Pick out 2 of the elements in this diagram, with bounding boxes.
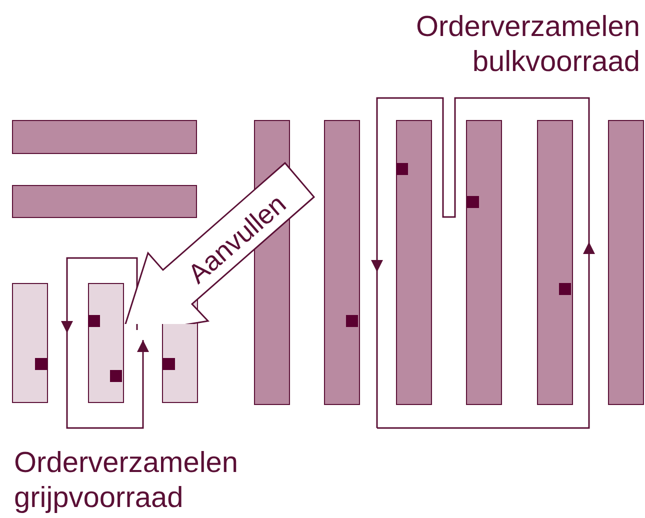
heading-text: Orderverzamelen bulkvoorraad	[414, 10, 640, 80]
heading-text: Orderverzamelen grijpvoorraad	[14, 446, 240, 516]
